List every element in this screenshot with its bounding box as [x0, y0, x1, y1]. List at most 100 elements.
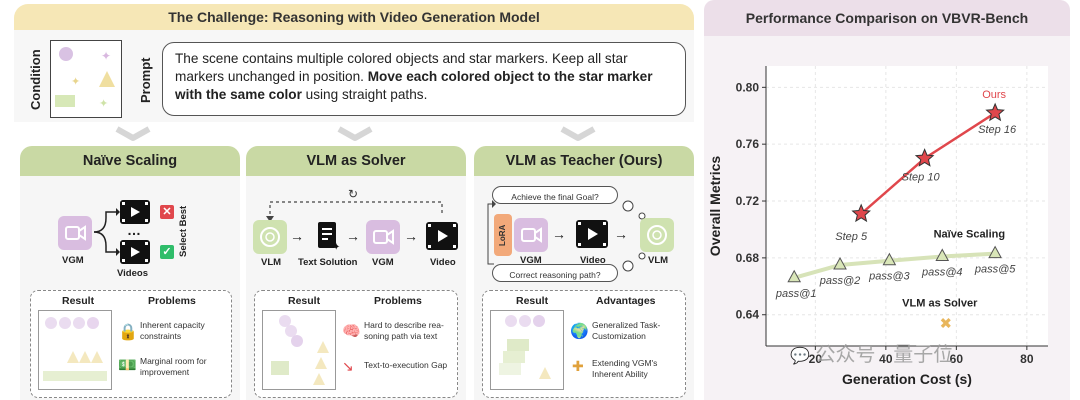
- prompt-label: Prompt: [138, 57, 153, 103]
- thought-dots: [622, 200, 646, 220]
- arrow-right-icon: →: [552, 226, 566, 242]
- vlm-label: VLM: [648, 255, 669, 266]
- advantage-item-2: Extending VGM's Inherent Ability: [592, 358, 658, 379]
- bubble-path: Correct reasoning path?: [492, 264, 618, 282]
- vgm-label: VGM: [372, 257, 394, 268]
- x-axis-label: Generation Cost (s): [842, 371, 972, 387]
- globe-icon: 🌍: [570, 323, 589, 340]
- svg-text:✦: ✦: [71, 76, 80, 88]
- panel-solver-header: VLM as Solver: [246, 146, 466, 176]
- wechat-icon: 💬: [790, 348, 810, 365]
- x-tick-label: 40: [879, 352, 893, 366]
- ours-point: [851, 203, 871, 223]
- naive-point-label: pass@5: [974, 264, 1016, 276]
- vgm-label: VGM: [520, 255, 542, 266]
- naive-point-label: pass@3: [868, 271, 910, 283]
- problems-header: Problems: [148, 295, 196, 307]
- vgm-icon: [366, 220, 400, 254]
- ours-series-name: Ours: [982, 89, 1006, 101]
- text-solution-label: Text Solution: [298, 257, 358, 268]
- y-tick-label: 0.68: [736, 251, 760, 265]
- advantages-header: Advantages: [596, 295, 656, 307]
- panel-teacher-header: VLM as Teacher (Ours): [474, 146, 694, 176]
- x-tick-label: 20: [809, 352, 823, 366]
- close-icon: ✕: [160, 205, 174, 219]
- watermark: 💬 公众号 · 量子位: [790, 338, 953, 367]
- ours-point-label: Step 16: [978, 124, 1017, 136]
- thought-dots: [622, 252, 646, 272]
- vlm-icon: [640, 218, 674, 252]
- naive-point-label: pass@4: [921, 266, 963, 278]
- chevron-down-icon: [337, 126, 373, 141]
- result-header: Result: [62, 295, 95, 307]
- video-icon: [120, 240, 150, 264]
- y-tick-label: 0.64: [736, 308, 760, 322]
- result-header: Result: [516, 295, 549, 307]
- panel-solver-title: VLM as Solver: [306, 153, 406, 169]
- y-tick-label: 0.80: [736, 80, 760, 94]
- problem-item-1: Hard to describe rea-soning path via tex…: [364, 320, 444, 341]
- ours-point-label: Step 10: [902, 171, 941, 183]
- solver-series-name: VLM as Solver: [902, 297, 978, 309]
- result-thumbnail: [490, 310, 564, 390]
- ours-point: [914, 148, 935, 167]
- money-icon: 💵: [118, 357, 137, 374]
- naive-point: [988, 245, 1002, 259]
- naive-point-label: pass@2: [819, 275, 861, 287]
- vlm-label: VLM: [261, 257, 282, 268]
- problems-header: Problems: [374, 295, 422, 307]
- vlm-icon: [253, 220, 287, 254]
- prompt-text-2: using straight paths.: [301, 87, 428, 102]
- x-tick-label: 80: [1020, 352, 1034, 366]
- brain-icon: 🧠: [342, 323, 361, 340]
- svg-text:✦: ✦: [332, 242, 340, 252]
- video-icon: [576, 220, 608, 248]
- lock-icon: 🔒: [118, 324, 138, 341]
- problem-item-2: Text-to-execution Gap: [364, 360, 448, 370]
- trend-down-icon: ↘: [342, 358, 354, 374]
- document-icon: ✦: [314, 220, 342, 253]
- video-icon: [120, 200, 150, 224]
- panel-naive-title: Naïve Scaling: [82, 153, 178, 169]
- prompt-box: The scene contains multiple colored obje…: [162, 42, 686, 116]
- panel-naive-header: Naïve Scaling: [20, 146, 240, 176]
- problem-item-2: Marginal room for improvement: [140, 356, 207, 377]
- y-tick-label: 0.76: [736, 137, 760, 151]
- result-thumbnail: [38, 310, 112, 390]
- x-tick-label: 60: [950, 352, 964, 366]
- check-icon: ✓: [160, 245, 174, 259]
- ours-point-label: Step 5: [835, 231, 868, 243]
- vgm-icon: [514, 218, 548, 252]
- challenge-title: The Challenge: Reasoning with Video Gene…: [168, 9, 540, 25]
- bubble-goal: Achieve the final Goal?: [492, 186, 618, 204]
- prompt-text-1: The scene contains multiple colored obje…: [175, 51, 628, 84]
- plus-arrows-icon: ✚: [572, 358, 584, 374]
- svg-text:✦: ✦: [99, 98, 108, 110]
- watermark-text: 公众号 · 量子位: [815, 344, 954, 366]
- naive-point: [833, 256, 847, 270]
- y-axis-label: Overall Metrics: [707, 156, 723, 257]
- prompt-text-bold: Move each colored object to the star mar…: [175, 69, 653, 102]
- naive-point: [935, 248, 950, 261]
- problem-item-1: Inherent capacity constraints: [140, 320, 205, 341]
- vgm-icon: [58, 216, 92, 250]
- chart-title: Performance Comparison on VBVR-Bench: [745, 10, 1029, 26]
- video-label: Video: [430, 257, 456, 268]
- result-thumbnail: [262, 310, 336, 390]
- branch-arrows: [94, 208, 120, 256]
- naive-point-label: pass@1: [775, 288, 817, 300]
- chart-banner: Performance Comparison on VBVR-Bench: [704, 0, 1070, 36]
- vgm-label: VGM: [62, 255, 84, 266]
- ours-point: [985, 102, 1005, 122]
- condition-image: ✦ ✦ ✦: [50, 40, 122, 118]
- chevron-down-icon: [560, 126, 596, 141]
- feedback-arrows: [487, 200, 496, 265]
- loop-arrow: ↻: [266, 187, 443, 222]
- naive-series-name: Naïve Scaling: [934, 229, 1006, 241]
- lora-label: LoRA: [498, 224, 507, 246]
- condition-label: Condition: [28, 49, 43, 111]
- advantage-item-1: Generalized Task-Customization: [592, 320, 661, 341]
- result-header: Result: [288, 295, 321, 307]
- video-icon: [426, 222, 458, 250]
